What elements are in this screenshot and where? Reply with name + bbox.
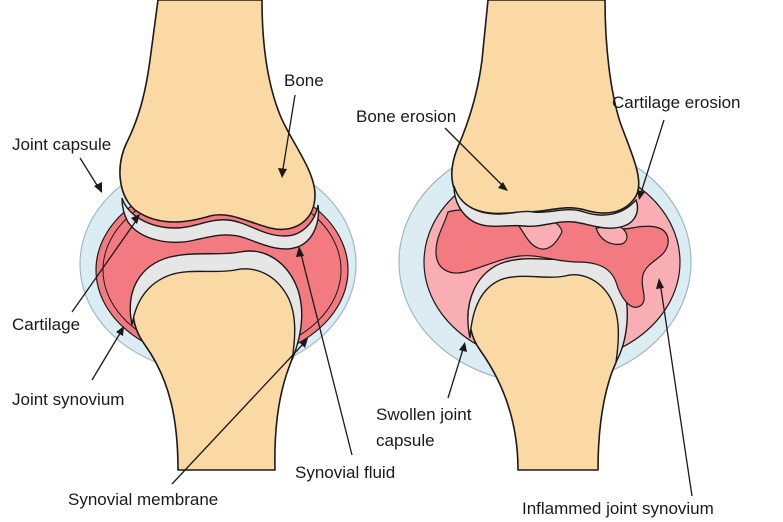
upper-bone-arthritic	[452, 0, 639, 214]
label-bone: Bone	[284, 71, 324, 90]
label-cartilage-erosion: Cartilage erosion	[612, 93, 741, 112]
arthritic-joint: Bone erosion Cartilage erosion Swollen j…	[356, 0, 741, 518]
label-joint-synovium: Joint synovium	[12, 390, 124, 409]
leader-joint-synovium	[92, 330, 122, 380]
leader-joint-capsule-arrow	[94, 182, 102, 193]
lower-bone-arthritic	[470, 262, 626, 470]
lower-bone	[133, 256, 300, 470]
label-swollen-capsule-line2: capsule	[376, 431, 435, 450]
label-inflamed-synovium: Inflammed joint synovium	[522, 499, 714, 518]
label-bone-erosion: Bone erosion	[356, 107, 456, 126]
label-synovial-fluid: Synovial fluid	[295, 463, 395, 482]
label-swollen-capsule-line1: Swollen joint	[376, 405, 472, 424]
upper-bone	[120, 0, 315, 229]
label-joint-capsule: Joint capsule	[12, 135, 111, 154]
label-cartilage: Cartilage	[12, 315, 80, 334]
healthy-joint: Bone Joint capsule Cartilage Joint synov…	[12, 0, 395, 509]
label-synovial-membrane: Synovial membrane	[68, 490, 218, 509]
